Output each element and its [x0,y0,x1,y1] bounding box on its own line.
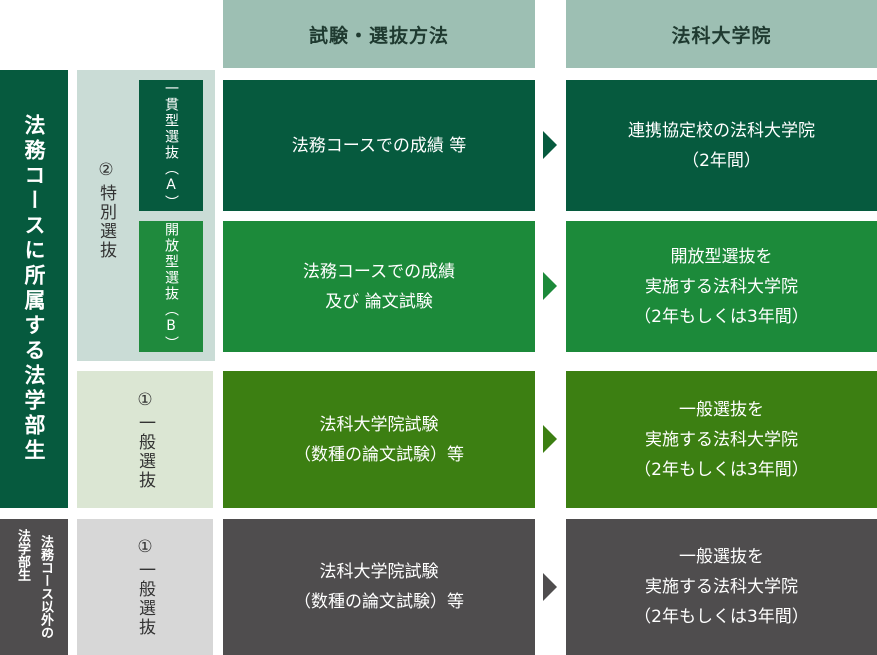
method-text: （数種の論文試験）等 [294,592,464,612]
school-text: 一般選抜を [679,547,764,567]
general-label-1: 一般選抜 [135,413,155,490]
method-text: 法科大学院試験 [319,414,439,435]
school-text: （2年もしくは3年間） [634,306,809,327]
school-cell-general-2: 一般選抜を 実施する法科大学院 （2年もしくは3年間） [566,519,877,655]
general-label-2: 一般選抜 [135,561,155,637]
school-text: （2年もしくは3年間） [634,607,809,627]
school-text: 実施する法科大学院 [645,577,798,597]
header-method: 試験・選抜方法 [223,0,535,68]
arrow-icon [543,131,557,159]
special-label: 特別選抜 [96,184,116,260]
method-cell-open: 法務コースでの成績 及び 論文試験 [223,221,535,352]
school-text: 一般選抜を [679,399,764,420]
school-text: （2年間） [682,150,761,171]
general-number-2: ① [137,537,153,557]
general-selection-group-1: ① 一般選抜 [77,371,213,508]
method-cell-consistent: 法務コースでの成績 等 [223,80,535,211]
special-selection-label: ② 特別選抜 [84,160,128,290]
school-cell-open: 開放型選抜を 実施する法科大学院 （2年もしくは3年間） [566,221,877,352]
school-cell-general-1: 一般選抜を 実施する法科大学院 （2年もしくは3年間） [566,371,877,508]
method-text: （数種の論文試験）等 [294,444,464,465]
school-text: 開放型選抜を [670,246,773,267]
group-law-course-students: 法務コースに所属する法学部生 [0,70,68,508]
open-selection-b: 開放型選抜（B） [139,221,203,352]
group-other-line1: 法務コース以外の [38,535,53,639]
general-number-1: ① [137,389,153,410]
consistent-selection-a: 一貫型選抜（A） [139,80,203,211]
school-cell-consistent: 連携協定校の法科大学院 （2年間） [566,80,877,211]
method-cell-general-1: 法科大学院試験 （数種の論文試験）等 [223,371,535,508]
school-text: 連携協定校の法科大学院 [628,120,815,141]
group-other-law-students: 法務コース以外の 法学部生 [0,519,68,655]
general-selection-group-2: ① 一般選抜 [77,519,213,655]
arrow-icon [543,272,557,300]
method-text: 法務コースでの成績 等 [291,135,467,156]
special-number: ② [98,160,114,180]
school-text: 実施する法科大学院 [645,429,798,450]
method-text: 法科大学院試験 [319,562,439,582]
school-text: （2年もしくは3年間） [634,459,809,480]
method-text: 及び 論文試験 [325,291,433,312]
arrow-icon [543,573,557,601]
header-school: 法科大学院 [566,0,877,68]
arrow-icon [543,425,557,453]
method-text: 法務コースでの成績 [302,261,456,282]
method-cell-general-2: 法科大学院試験 （数種の論文試験）等 [223,519,535,655]
group-other-line2: 法学部生 [15,529,30,581]
school-text: 実施する法科大学院 [645,276,798,297]
